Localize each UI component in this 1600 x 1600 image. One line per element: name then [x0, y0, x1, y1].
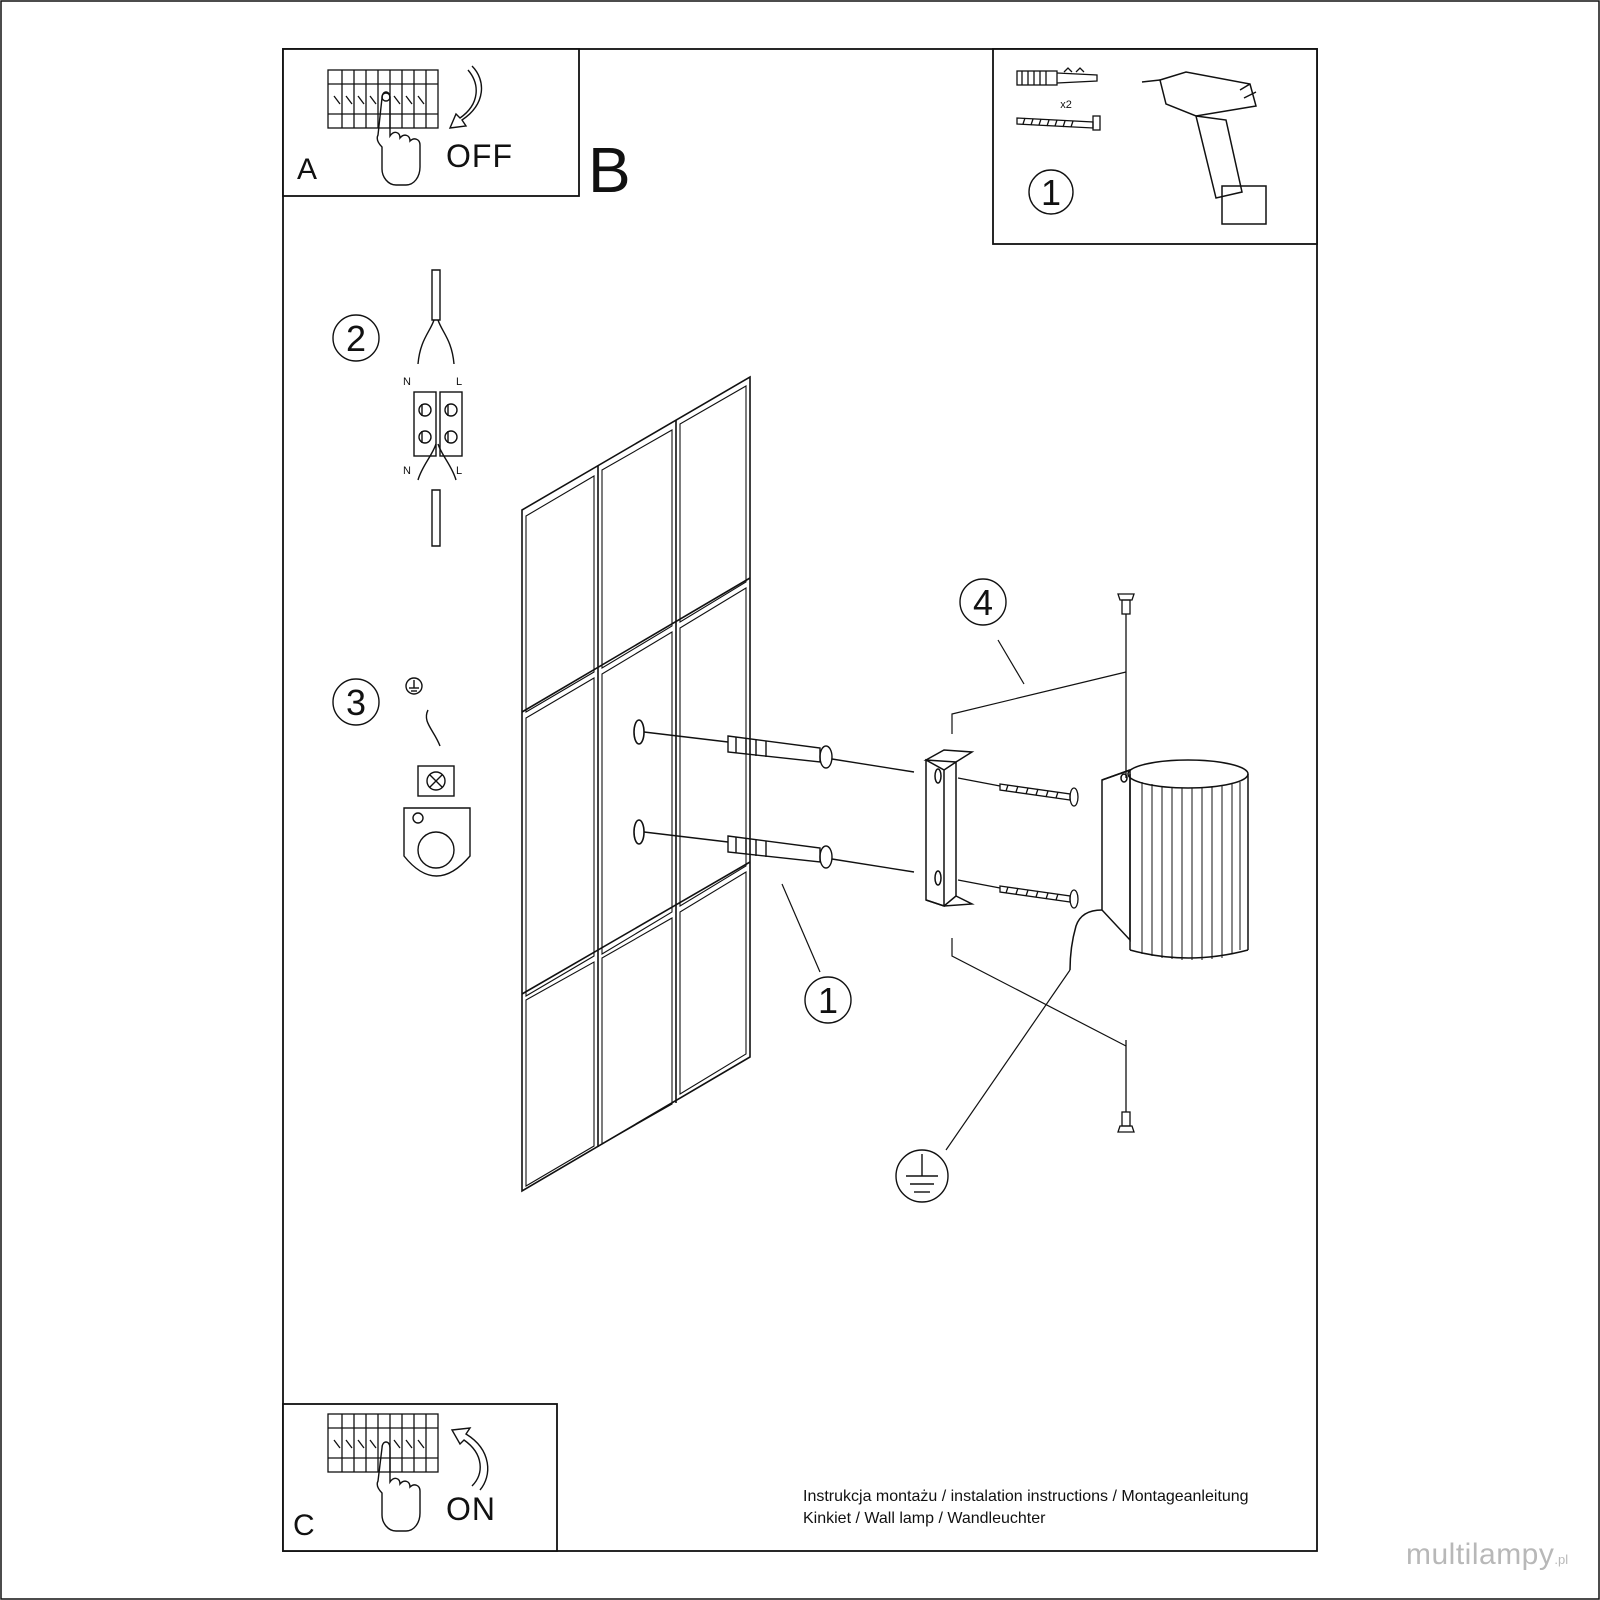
- terminal-label-n-bottom: N: [403, 465, 411, 477]
- earth-terminal: [403, 677, 471, 877]
- callout-circle: [804, 976, 852, 1024]
- screws: [957, 593, 1135, 1133]
- wall-tiles: [521, 375, 751, 1193]
- callout-number-bracket: 4: [973, 582, 993, 623]
- earth-leader: [945, 969, 1071, 1151]
- step-number: 1: [1041, 172, 1061, 213]
- earth-symbol-icon: [895, 1149, 949, 1203]
- callout-number-dowels: 1: [818, 980, 838, 1021]
- assembly-guides: [781, 639, 1127, 1047]
- drawing-frame: [282, 48, 1318, 1552]
- watermark-text: multilampy: [1406, 1538, 1555, 1571]
- hand-icon: [376, 1441, 421, 1532]
- lamp-body: [1069, 759, 1249, 971]
- step-c-label: C: [293, 1509, 315, 1542]
- callout-number-wiring: 2: [346, 318, 366, 359]
- off-label: OFF: [446, 138, 513, 174]
- terminal-label-n-top: N: [403, 376, 411, 388]
- panel-c: [282, 1403, 558, 1552]
- step-circle: [1028, 169, 1074, 215]
- callout-circle: [332, 678, 380, 726]
- wall-plug-icon: [1016, 67, 1098, 86]
- callout-circle: [959, 578, 1007, 626]
- arrow-up-icon: [450, 1427, 489, 1491]
- step-a-label: A: [297, 153, 318, 186]
- tools-panel: 1 x2: [992, 48, 1318, 245]
- callout-number-earth: 3: [346, 682, 366, 723]
- dowels: [643, 731, 915, 873]
- mounting-bracket: [923, 749, 975, 908]
- terminal-label-l-top: L: [456, 376, 462, 388]
- watermark-suffix: .pl: [1554, 1552, 1569, 1567]
- caption-line-2: Kinkiet / Wall lamp / Wandleuchter: [803, 1510, 1046, 1527]
- step-b-label: B: [588, 134, 631, 206]
- hand-icon: [376, 91, 421, 186]
- drill-hole: [633, 819, 645, 845]
- drill-icon: [1141, 71, 1267, 225]
- caption-line-1: Instrukcja montażu / instalation instruc…: [803, 1488, 1249, 1505]
- panel-a: [282, 48, 580, 197]
- drill-hole: [633, 719, 645, 745]
- terminal-label-l-bottom: L: [456, 465, 462, 477]
- watermark: multilampy.pl: [1406, 1540, 1568, 1570]
- callout-circle: [332, 314, 380, 362]
- on-label: ON: [446, 1491, 496, 1527]
- arrow-down-icon: [448, 65, 483, 129]
- dowel-count: x2: [1060, 99, 1072, 111]
- screw-icon: [1016, 115, 1101, 131]
- breaker-icon: [327, 1413, 439, 1473]
- wiring-diagram: [413, 269, 463, 547]
